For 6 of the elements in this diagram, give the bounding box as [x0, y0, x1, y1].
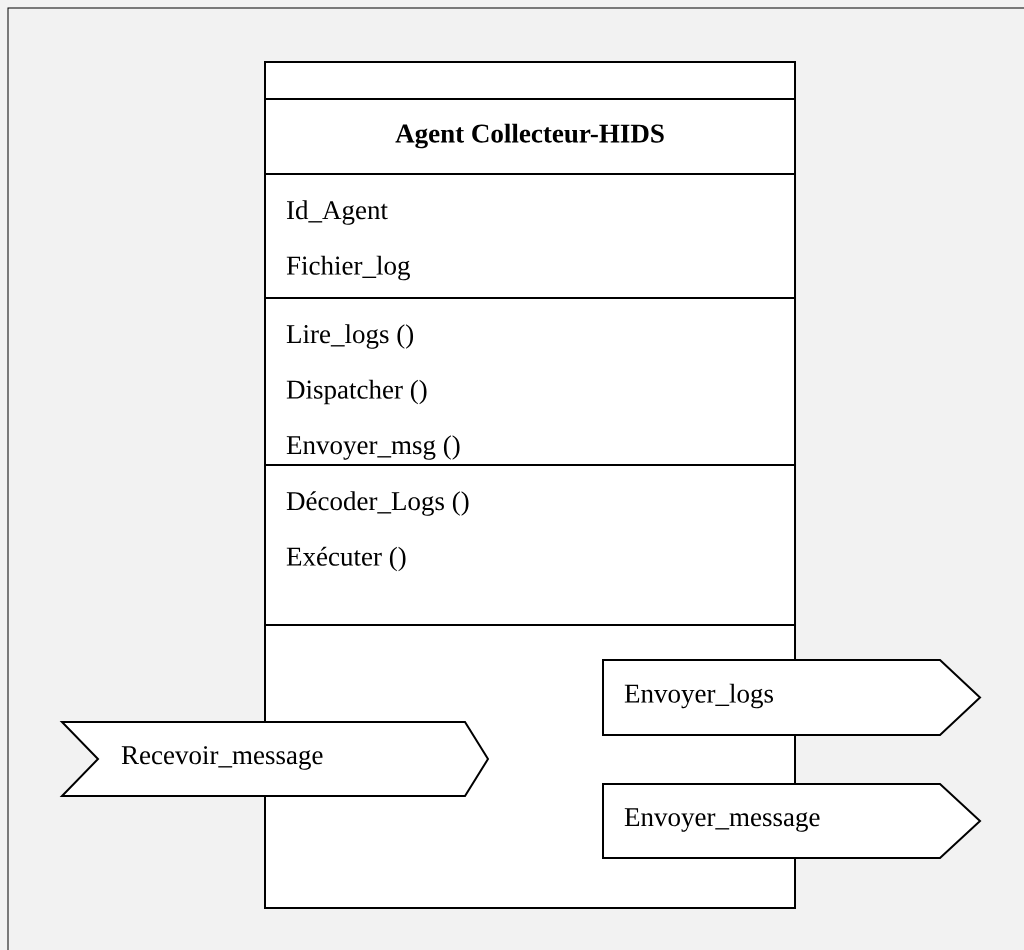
send-signal: Envoyer_message: [602, 783, 982, 859]
receive-signal: Recevoir_message: [59, 721, 490, 797]
compartment: Lire_logs () Dispatcher () Envoyer_msg (): [264, 297, 796, 466]
send-signal: Envoyer_logs: [602, 659, 982, 736]
compartment: Id_Agent Fichier_log: [264, 173, 796, 299]
compartment: Décoder_Logs () Exécuter (): [264, 464, 796, 626]
